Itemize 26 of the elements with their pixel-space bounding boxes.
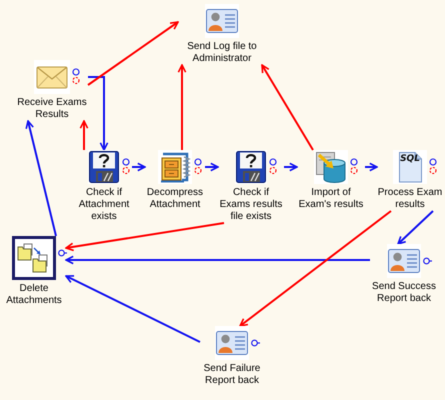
node-label: Send Failure Report back	[202, 363, 262, 387]
connector-arrow	[88, 76, 108, 151]
node-label: Delete Attachments	[5, 283, 63, 307]
connector-arrow	[65, 275, 200, 343]
connector-arrow	[65, 256, 370, 264]
connector-arrow	[65, 222, 224, 252]
connector-arrow	[284, 162, 298, 172]
node-label: Check if Attachment exists	[78, 187, 130, 223]
node-label: Receive Exams Results	[16, 97, 88, 121]
connector-arrow	[178, 64, 186, 150]
connector-arrow	[132, 162, 146, 172]
node-label: Import of Exam's results	[298, 187, 364, 211]
connector-arrow	[25, 120, 57, 236]
icon-text: SQL	[400, 154, 420, 164]
node-label: Process Exam results	[377, 187, 443, 211]
connector-arrow	[205, 162, 219, 172]
node-label: Send Log file to Administrator	[186, 41, 258, 65]
connector-arrow	[261, 64, 314, 151]
node-label: Send Success Report back	[371, 281, 437, 305]
connector-arrow	[87, 21, 179, 86]
connector-arrow	[80, 120, 88, 150]
node-label: Decompress Attachment	[146, 187, 204, 211]
node-label: Check if Exams results file exists	[218, 187, 284, 223]
connector-arrow	[397, 210, 434, 245]
connector-arrow	[239, 210, 392, 327]
connector-arrow	[365, 162, 378, 172]
